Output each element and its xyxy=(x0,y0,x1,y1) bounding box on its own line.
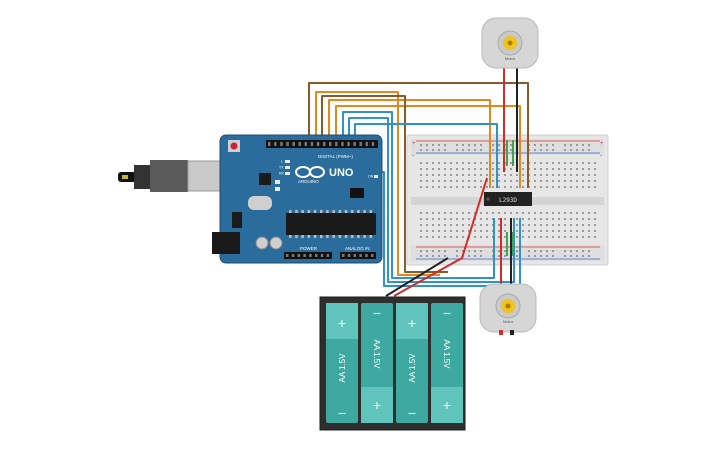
wire-brown-2 xyxy=(321,95,448,273)
motor-bottom-terminal-red xyxy=(499,330,503,335)
rail-minus-label-right: - xyxy=(600,153,603,160)
wire-red-power xyxy=(393,177,488,297)
chip-label: L293D xyxy=(499,197,517,204)
wire-brown xyxy=(308,82,529,188)
cell-3-minus: − xyxy=(408,405,416,421)
wire-black-ground xyxy=(385,257,449,297)
regulator xyxy=(232,212,242,228)
on-led xyxy=(374,175,378,178)
dc-motor-top[interactable]: Motor xyxy=(481,17,539,69)
digital-header-label: DIGITAL (PWM~) xyxy=(318,154,353,159)
cell-1-label: AA 1.5V xyxy=(338,353,347,383)
power-header xyxy=(284,252,332,259)
smd-part-2 xyxy=(275,187,280,191)
cell-3-plus: + xyxy=(408,315,416,331)
wire-blue-4 xyxy=(380,171,521,287)
arduino-brand-text: ARDUINO xyxy=(298,179,319,184)
usb-chip xyxy=(259,173,271,185)
reset-button-cap xyxy=(230,142,238,150)
cell-4-minus: − xyxy=(443,305,451,321)
cell-2-plus: + xyxy=(373,397,381,413)
smd-part-1 xyxy=(275,180,280,184)
motor-bottom-label: Motor xyxy=(503,319,514,324)
uno-logo-text: UNO xyxy=(329,167,354,179)
digital-header xyxy=(266,140,378,148)
battery-cell-1: + − AA 1.5V xyxy=(326,303,358,423)
motor-bottom-terminal-black xyxy=(510,330,514,335)
cell-2-label: AA 1.5V xyxy=(372,340,381,370)
breadboard-holes xyxy=(420,144,596,257)
power-header-label: POWER xyxy=(300,246,318,251)
battery-pack[interactable]: + − AA 1.5V − + AA 1.5V + − AA 1.5V − + … xyxy=(319,296,466,431)
rail-plus-label-right: + xyxy=(600,141,604,147)
wire-orange-2 xyxy=(328,99,491,188)
tx-label: TX xyxy=(279,166,284,170)
tx-led xyxy=(285,166,290,169)
cell-1-minus: − xyxy=(338,405,346,421)
rail-plus-label: + xyxy=(412,141,416,147)
atmega-chip xyxy=(286,213,376,235)
arduino-infinity-logo xyxy=(295,166,325,178)
capacitor-2 xyxy=(269,236,283,250)
battery-cell-4: − + AA 1.5V xyxy=(431,303,463,423)
l-label: L xyxy=(281,160,283,164)
wire-blue-1 xyxy=(342,111,495,279)
rail-minus-label: - xyxy=(412,153,415,160)
analog-header-label: ANALOG IN xyxy=(345,246,370,251)
cell-3-label: AA 1.5V xyxy=(408,353,417,383)
wire-blue-2 xyxy=(348,117,515,283)
wires xyxy=(308,68,529,300)
l293d-chip[interactable]: L293D xyxy=(484,192,532,206)
rx-label: RX xyxy=(279,172,285,176)
analog-header xyxy=(340,252,376,259)
cell-4-plus: + xyxy=(443,397,451,413)
dc-motor-bottom[interactable]: Motor xyxy=(479,283,537,335)
cell-1-plus: + xyxy=(338,315,346,331)
battery-cell-3: + − AA 1.5V xyxy=(396,303,428,423)
l-led xyxy=(285,160,290,163)
wire-blue-3 xyxy=(354,123,498,188)
wire-orange-1 xyxy=(315,91,440,276)
motor-top-label: Motor xyxy=(505,56,516,61)
on-label: ON xyxy=(368,175,374,179)
power-jack xyxy=(212,232,240,254)
cell-4-label: AA 1.5V xyxy=(442,340,451,370)
cell-2-minus: − xyxy=(373,305,381,321)
rx-led xyxy=(285,172,290,175)
crystal xyxy=(248,196,272,210)
arduino-uno-board[interactable]: DIGITAL (PWM~) UNO ARDUINO TX RX L ON xyxy=(118,134,383,264)
wire-orange-3 xyxy=(335,105,521,188)
battery-cell-2: − + AA 1.5V xyxy=(361,303,393,423)
capacitor-1 xyxy=(255,236,269,250)
icsp-header xyxy=(350,188,364,198)
